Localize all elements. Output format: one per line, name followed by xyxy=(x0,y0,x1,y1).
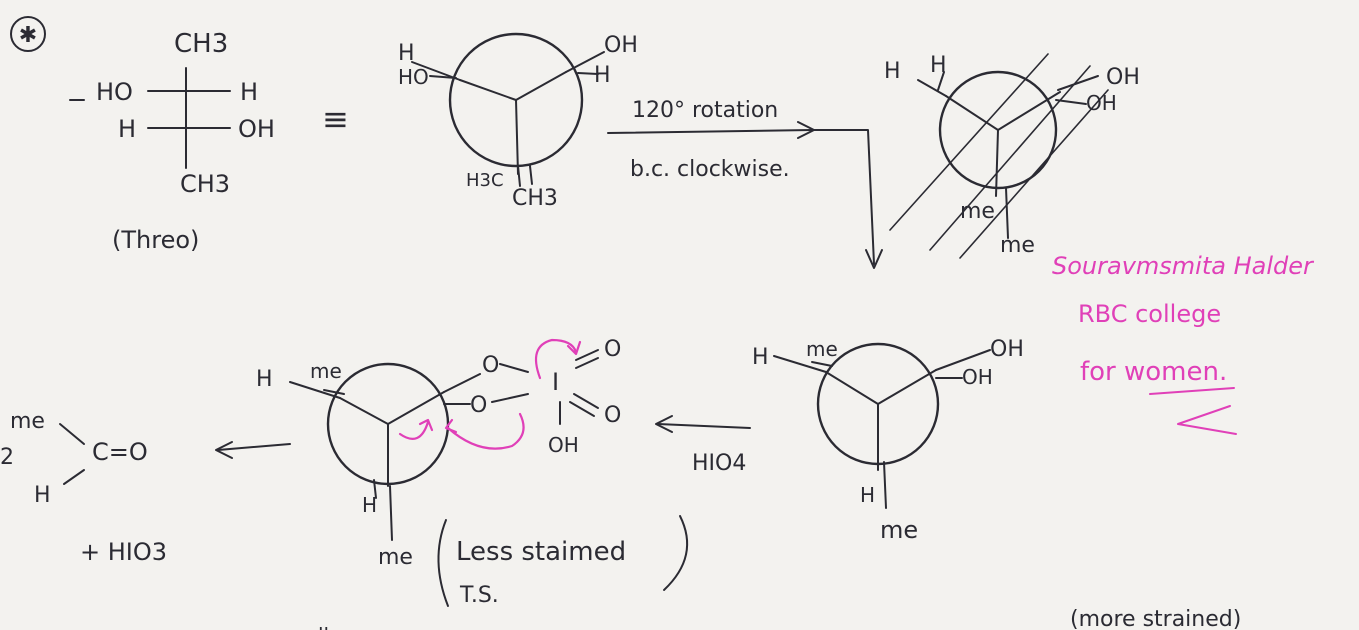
newman-projection-3: H me OH OH H me xyxy=(752,337,1024,544)
product-coefficient: 2 xyxy=(0,445,14,470)
stray-mark: ıı xyxy=(318,619,329,630)
product-carbonyl: C=O xyxy=(92,438,148,466)
newman1-h3c: H3C xyxy=(466,170,504,191)
fischer-row1-left: HO xyxy=(96,78,133,106)
fischer-row1-right: H xyxy=(240,78,258,106)
newman3-me: me xyxy=(806,337,838,361)
star-marker: ✱ xyxy=(10,16,46,52)
transition-state: H me O O I O O OH H me Less staimed T.S. xyxy=(256,337,689,608)
ts-hydroxyl: OH xyxy=(548,433,579,457)
ts-oxo-1: O xyxy=(604,337,621,362)
ts-h-bottom: H xyxy=(362,493,377,517)
fischer-top-group: CH3 xyxy=(174,29,228,59)
newman2-me1: me xyxy=(960,199,995,224)
newman3-h-bottom: H xyxy=(860,483,875,507)
newman3-oh1: OH xyxy=(990,337,1024,362)
newman1-back-h: H xyxy=(594,63,611,88)
fischer-projection: CH3 HO H H OH CH3 (Threo) xyxy=(69,29,275,254)
credit-name: Souravmsmita Halder xyxy=(1052,252,1315,280)
credit-for-women: for women. xyxy=(1080,357,1227,387)
newman-projection-1: H HO OH H H3C CH3 xyxy=(398,32,638,211)
hio4-label: HIO4 xyxy=(692,451,746,476)
electron-arrows xyxy=(398,338,582,450)
newman1-ch3: CH3 xyxy=(512,186,558,211)
ts-oxygen-bottom: O xyxy=(470,393,487,418)
aldehyde-product: 2 me C=O H + HIO3 xyxy=(0,409,167,566)
author-credit: Souravmsmita Halder RBC college for wome… xyxy=(1052,252,1315,435)
newman2-oh2: OH xyxy=(1086,91,1117,115)
star-glyph: ✱ xyxy=(19,23,37,48)
ts-me-bottom: me xyxy=(378,545,413,570)
more-strained-note: (more strained) xyxy=(1070,607,1241,630)
product-me: me xyxy=(10,409,45,434)
rotation-label: 120° rotation xyxy=(632,98,778,123)
newman3-oh2: OH xyxy=(962,365,993,389)
fischer-row2-right: OH xyxy=(238,115,275,143)
newman1-front-h: H xyxy=(398,41,415,66)
newman2-h2: H xyxy=(930,53,947,78)
ts-oxo-2: O xyxy=(604,403,621,428)
ts-label: Less staimed xyxy=(456,537,626,567)
rotation-arrow: 120° rotation b.c. clockwise. xyxy=(607,98,883,269)
newman-projection-2: H H OH OH me me xyxy=(884,53,1140,259)
product-h: H xyxy=(34,483,51,508)
ts-iodine: I xyxy=(552,368,559,396)
fischer-bottom-group: CH3 xyxy=(180,170,230,198)
rotation-direction-label: b.c. clockwise. xyxy=(630,157,790,182)
credit-college: RBC college xyxy=(1078,300,1221,328)
equivalence-sign: ≡ xyxy=(322,100,349,138)
product-arrow xyxy=(215,441,291,459)
newman3-me-bottom: me xyxy=(880,516,918,544)
newman2-oh1: OH xyxy=(1106,65,1140,90)
byproduct-hio3: + HIO3 xyxy=(80,538,167,566)
periodate-arrow: HIO4 xyxy=(655,415,751,476)
newman1-front-ho: HO xyxy=(398,65,429,89)
newman2-h1: H xyxy=(884,59,901,84)
newman2-me2: me xyxy=(1000,233,1035,258)
threo-label: (Threo) xyxy=(112,226,199,254)
ts-h: H xyxy=(256,367,273,392)
fischer-row2-left: H xyxy=(118,115,136,143)
ts-me: me xyxy=(310,359,342,383)
ts-abbrev: T.S. xyxy=(459,583,499,608)
newman3-h: H xyxy=(752,345,769,370)
ts-oxygen-top: O xyxy=(482,353,499,378)
newman1-back-oh: OH xyxy=(604,33,638,58)
